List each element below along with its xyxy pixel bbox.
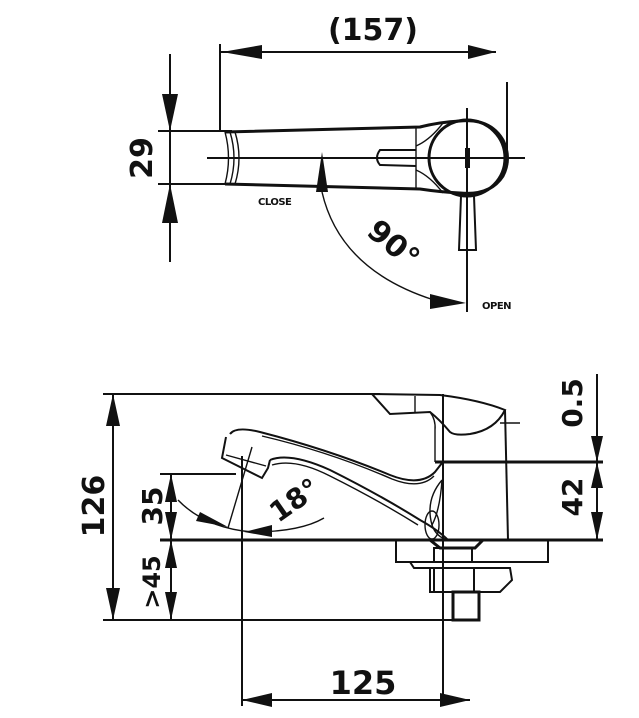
reach-dimension: 125 xyxy=(242,664,470,707)
faucet-side-outline xyxy=(220,392,520,706)
side-view: 126 35 >45 0.5 42 xyxy=(77,374,603,707)
total-height-dimension: 126 xyxy=(77,394,120,620)
handle-top-outline xyxy=(224,108,509,312)
height-dimension-label: 29 xyxy=(125,137,160,179)
min-below-label: >45 xyxy=(138,555,166,609)
spout-height-dimension: 35 xyxy=(136,474,177,540)
top-view: (157) 29 xyxy=(125,13,525,312)
width-dimension-label: (157) xyxy=(328,13,418,48)
total-height-label: 126 xyxy=(77,475,112,538)
right-dimensions: 0.5 42 xyxy=(556,374,603,540)
width-dimension: (157) xyxy=(219,13,508,160)
spout-height-label: 35 xyxy=(136,487,169,526)
open-label: OPEN xyxy=(482,301,511,312)
body-height-label: 42 xyxy=(556,478,589,517)
min-below-dimension: >45 xyxy=(138,540,177,620)
reach-label: 125 xyxy=(330,664,397,702)
spout-angle-label: 18° xyxy=(263,472,325,529)
mounting-base xyxy=(395,538,549,622)
top-offset-label: 0.5 xyxy=(556,378,589,428)
close-label: CLOSE xyxy=(258,197,292,208)
height-dimension: 29 xyxy=(125,54,232,262)
rotation-arc: 90° CLOSE OPEN xyxy=(258,152,512,312)
spout-angle: 18° xyxy=(177,446,326,706)
